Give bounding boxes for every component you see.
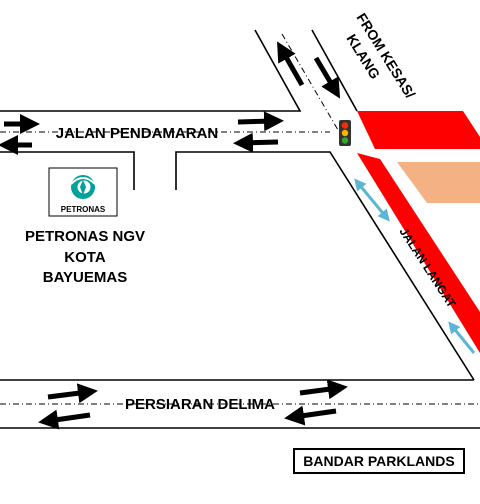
arrow-icon <box>38 409 91 430</box>
arrow-icon <box>448 321 476 354</box>
station-name-line3: BAYUEMAS <box>42 269 128 286</box>
road-label-pendamaran: JALAN PENDAMARAN <box>56 125 219 142</box>
station-name-line1: PETRONAS NGV <box>24 228 145 245</box>
langat-lane-arrows <box>354 178 476 354</box>
road-edges <box>0 29 480 429</box>
arrow-icon <box>299 379 348 400</box>
area-label: BANDAR PARKLANDS <box>303 453 455 469</box>
road-label-delima: PERSIARAN DELIMA <box>125 396 275 413</box>
area-label-box: BANDAR PARKLANDS <box>293 448 465 474</box>
arrow-icon <box>277 41 305 87</box>
arrow-icon <box>237 111 284 132</box>
arrow-icon <box>354 178 390 222</box>
svg-text:PETRONAS: PETRONAS <box>61 205 106 214</box>
direction-arrows <box>0 41 348 430</box>
arrow-icon <box>47 383 98 404</box>
arrow-icon <box>313 56 341 99</box>
building-block <box>397 162 480 203</box>
traffic-light-icon <box>339 120 351 146</box>
highlight-zone-north <box>357 111 480 149</box>
arrow-icon <box>284 405 337 426</box>
arrow-icon <box>233 132 279 153</box>
station-name-line2: KOTA <box>64 249 106 266</box>
petronas-logo-icon: PETRONAS <box>48 167 118 217</box>
